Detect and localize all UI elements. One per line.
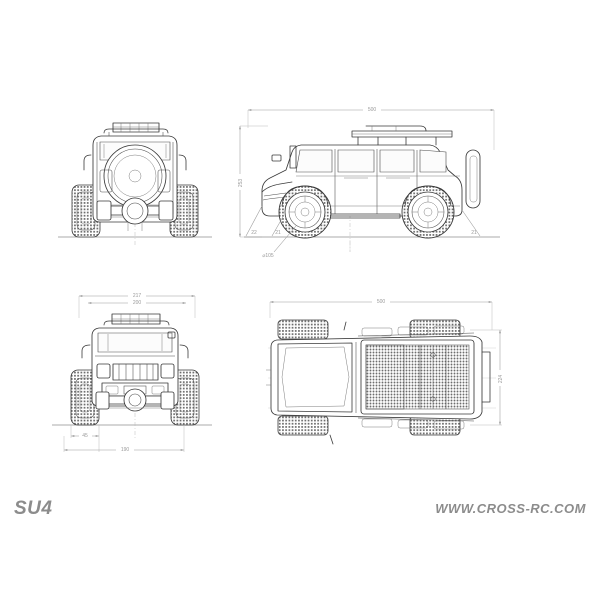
- dim-wheel-diameter: ⌀105: [262, 225, 297, 259]
- top-view-hood-detail: [281, 346, 345, 408]
- dim-front-track-text: 190: [121, 447, 130, 453]
- rear-view-window-detail: [103, 144, 167, 158]
- top-view-front-detail: [266, 369, 271, 386]
- front-view-grille: [112, 363, 159, 381]
- dim-front-width-upper: 217: [78, 291, 196, 318]
- side-view-spare-tire: [465, 149, 481, 209]
- dim-breakover-angle-text: 21: [275, 230, 281, 236]
- dim-front-track: 190: [63, 425, 185, 453]
- side-view-rear-door-window: [379, 149, 415, 173]
- dim-side-height: 253: [235, 125, 268, 238]
- top-view-left-rail-seg-2: [397, 326, 429, 336]
- side-view-windshield: [295, 149, 333, 173]
- dim-top-width: 224: [470, 329, 505, 426]
- top-view-right-rail-seg-3: [433, 420, 465, 430]
- top-view-antenna: [343, 321, 347, 331]
- top-view-hood-detail-2: [343, 346, 350, 407]
- top-view-roof-rack: [360, 339, 475, 415]
- side-view-light: [271, 154, 282, 162]
- side-view-front-arch: [281, 185, 329, 207]
- top-view: 500 224: [266, 297, 505, 445]
- side-view-snorkel: [289, 145, 297, 169]
- rear-view-left-rail: [83, 154, 92, 171]
- dim-front-width-lower: 200: [88, 298, 186, 306]
- side-view-grille-line: [263, 192, 287, 197]
- side-view-angle-callouts: 22 21 21: [245, 205, 481, 237]
- side-view-front-door-window: [337, 149, 375, 173]
- dim-approach-angle-text: 22: [251, 230, 257, 236]
- front-view-wipers: [107, 334, 163, 351]
- side-view-rear-arch: [404, 185, 452, 207]
- front-view-light-bar: [103, 313, 170, 326]
- side-view-hood: [261, 181, 293, 193]
- front-view-right-mirror: [179, 344, 189, 359]
- dim-top-length: 500: [269, 297, 493, 330]
- top-view-right-rail-seg-1: [361, 418, 393, 428]
- front-view-left-mirror: [81, 344, 91, 359]
- dim-side-length-text: 500: [368, 107, 377, 113]
- top-view-right-rail-seg-2: [397, 419, 429, 429]
- side-view-quarter-window: [419, 149, 447, 173]
- rear-view: [58, 122, 212, 245]
- rear-view-roof-rack: [103, 122, 169, 136]
- side-view-roof-rack: [351, 125, 453, 146]
- dim-front-tire-width: 45: [70, 425, 100, 452]
- dim-side-height-text: 253: [238, 179, 244, 188]
- rear-view-spare-tire: [103, 144, 167, 208]
- front-view: 217 200: [52, 291, 212, 453]
- dim-top-width-text: 224: [498, 375, 504, 384]
- top-view-spare-tire: [481, 351, 491, 403]
- top-view-side-rails: [357, 332, 475, 422]
- rear-view-right-rail: [178, 154, 187, 171]
- rear-view-right-taillight: [157, 169, 171, 193]
- side-view-rear-wheel: [401, 185, 455, 239]
- front-view-right-headlight: [160, 363, 175, 379]
- top-view-left-rail-seg-1: [361, 327, 393, 337]
- top-view-hood: [277, 342, 353, 413]
- dim-wheel-diameter-text: ⌀105: [262, 253, 274, 259]
- top-view-front-left-tire: [277, 319, 329, 340]
- dim-front-tire-width-text: 45: [82, 433, 88, 439]
- dim-front-width-upper-text: 217: [133, 293, 142, 299]
- front-view-left-headlight: [96, 363, 111, 379]
- model-label: SU4: [14, 498, 53, 519]
- rear-view-left-taillight: [99, 169, 113, 193]
- front-view-axle-assembly: [95, 388, 175, 412]
- front-view-windshield: [97, 332, 173, 353]
- website-label: WWW.CROSS-RC.COM: [435, 501, 586, 516]
- front-view-corner-light: [167, 331, 176, 339]
- dim-top-length-text: 500: [377, 299, 386, 305]
- top-view-left-rail-seg-3: [433, 325, 465, 335]
- rear-view-driveshaft: [127, 222, 143, 231]
- top-view-front-right-tire: [277, 415, 329, 436]
- dim-side-length: 500: [247, 105, 495, 150]
- side-view-front-wheel: [278, 185, 332, 239]
- side-view: 500 253: [235, 105, 500, 259]
- rear-view-axle-assembly: [96, 197, 174, 225]
- top-view-lower-detail: [329, 434, 334, 445]
- dim-front-width-lower-text: 200: [133, 300, 142, 306]
- dim-departure-angle-text: 21: [471, 230, 477, 236]
